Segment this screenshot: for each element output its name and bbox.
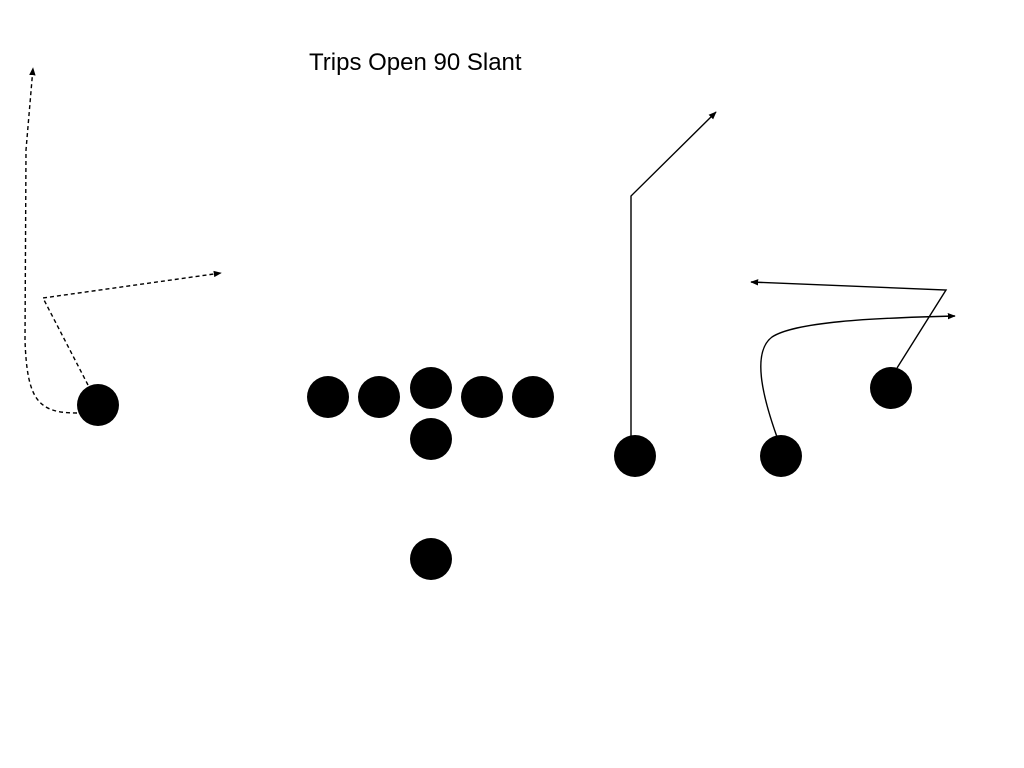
player-running-back [410,538,452,580]
route-middle-slot-out [760,312,956,438]
route-wide-right-slant [750,279,948,369]
play-title: Trips Open 90 Slant [309,49,522,76]
player-split-end-left [77,384,119,426]
route-inner-slot-post [630,111,717,438]
players [77,367,912,580]
player-quarterback [410,418,452,460]
player-tackle-left [307,376,349,418]
player-center [410,367,452,409]
routes [24,67,956,438]
player-guard-right [461,376,503,418]
route-split-end-left-vertical [24,67,78,414]
player-receiver-slot-middle [760,435,802,477]
player-receiver-wide-right [870,367,912,409]
route-split-end-left-slant [41,270,222,386]
player-guard-left [358,376,400,418]
player-tackle-right [512,376,554,418]
player-receiver-slot-inner [614,435,656,477]
